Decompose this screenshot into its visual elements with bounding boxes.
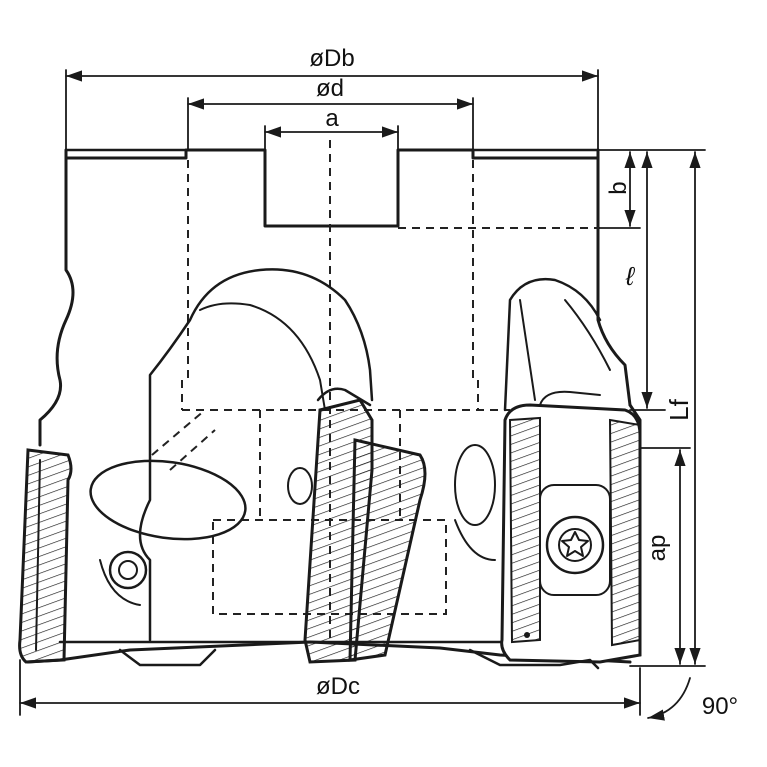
screw-icon — [545, 515, 605, 575]
dimension-labels: øDb ød a b ℓ Lf ap øDc 90° — [309, 45, 738, 720]
label-Lf: Lf — [664, 398, 694, 420]
insert-left — [18, 448, 73, 664]
chip-pocket-left — [89, 268, 374, 642]
bottom-teeth — [118, 648, 600, 670]
dimension-lines — [19, 69, 706, 721]
chip-pocket-right — [454, 277, 611, 561]
label-angle: 90° — [702, 693, 738, 720]
insert-right — [500, 390, 642, 664]
label-a: a — [325, 105, 339, 132]
label-d: ød — [316, 75, 344, 102]
insert-center — [303, 387, 427, 664]
label-ap: ap — [644, 535, 671, 562]
label-l: ℓ — [625, 261, 636, 291]
label-b: b — [605, 181, 632, 194]
label-Dc: øDc — [316, 673, 360, 700]
label-Db: øDb — [309, 45, 354, 72]
